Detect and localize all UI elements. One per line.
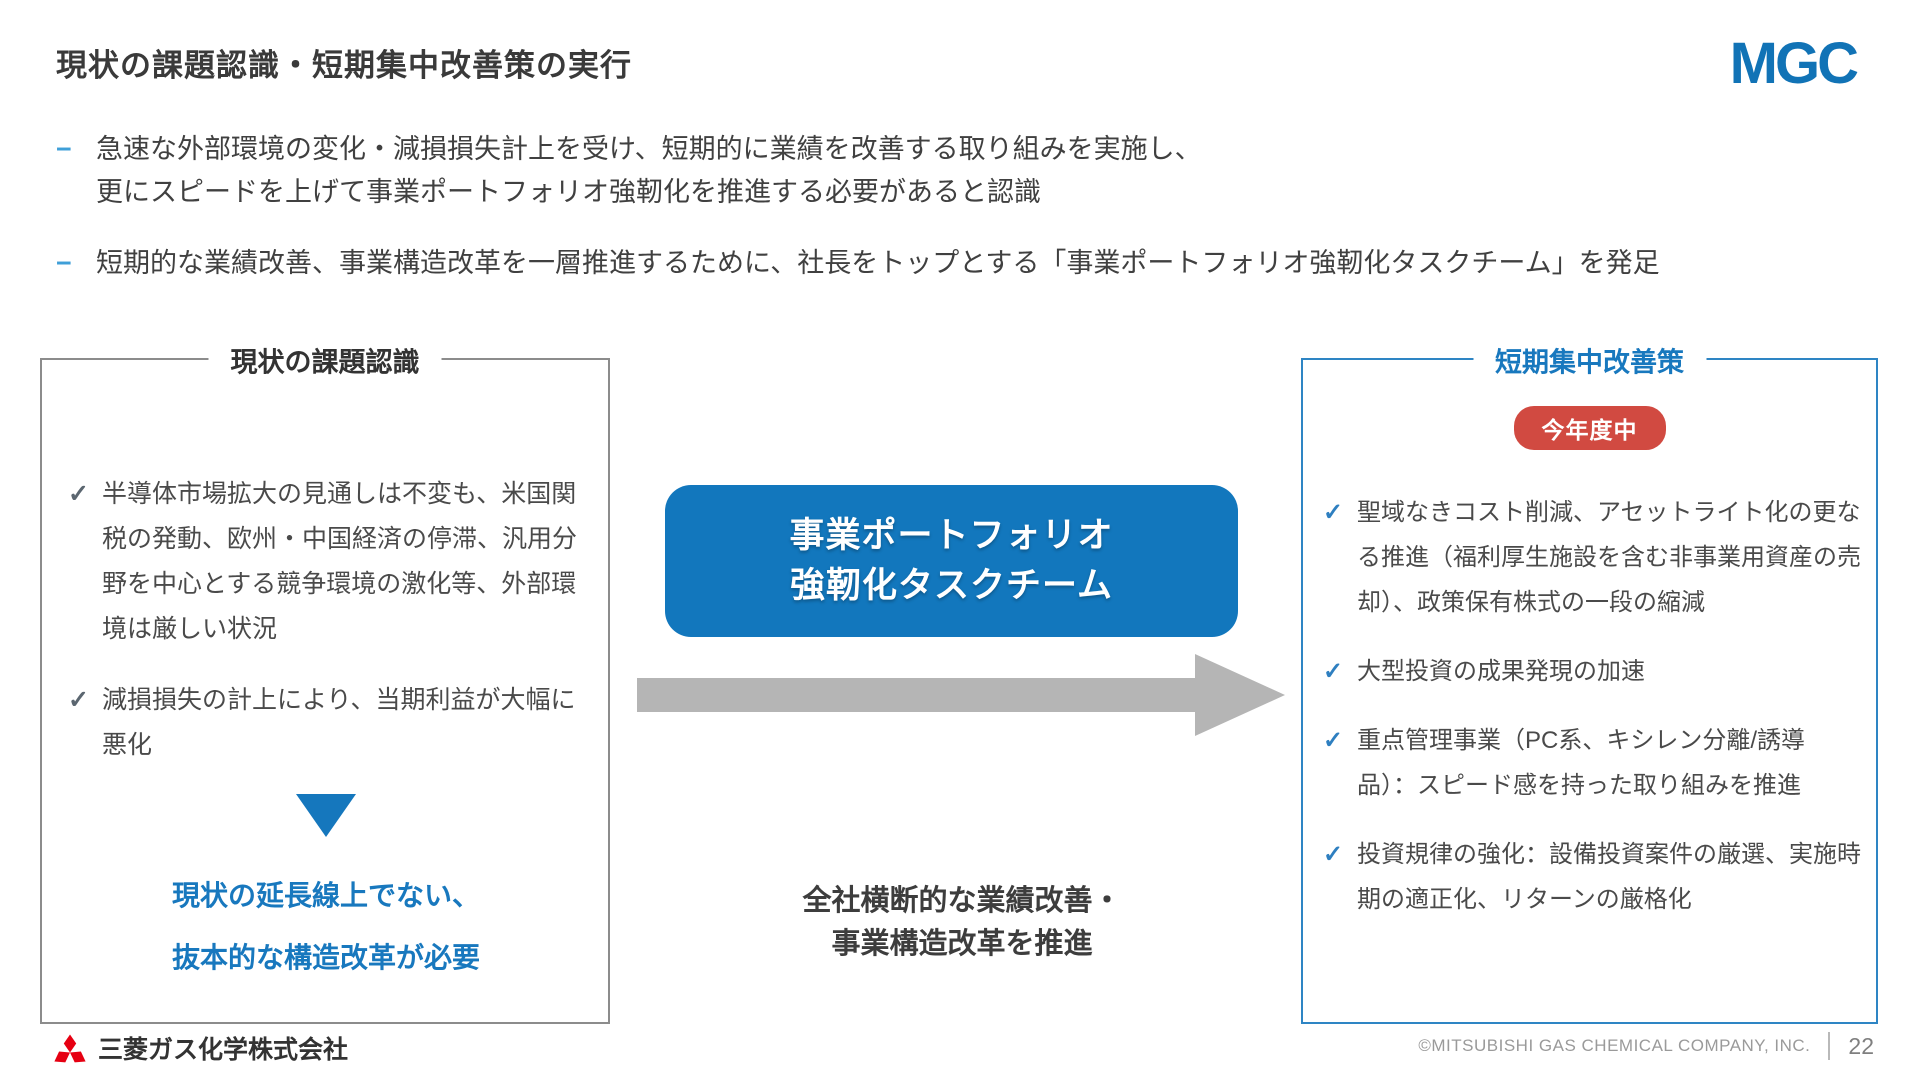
footer-meta: ©MITSUBISHI GAS CHEMICAL COMPANY, INC. 2… <box>1418 1032 1874 1060</box>
arrow-caption-line-2: 事業構造改革を推進 <box>831 928 1093 960</box>
conclusion-text: 現状の延長線上でない、 抜本的な構造改革が必要 <box>68 865 584 989</box>
conclusion-line-2: 抜本的な構造改革が必要 <box>171 942 480 973</box>
triangle-down-icon <box>296 794 356 837</box>
top-bullet-2: − 短期的な業績改善、事業構造改革を一層推進するために、社長をトップとする「事業… <box>56 242 1816 285</box>
task-team-box: 事業ポートフォリオ 強靭化タスクチーム <box>665 485 1238 637</box>
top-bullet-1-text: 急速な外部環境の変化・減損損失計上を受け、短期的に業績を改善する取り組みを実施し… <box>96 128 1202 214</box>
measure-item-1-text: 聖域なきコスト削減、アセットライト化の更なる推進（福利厚生施設を含む非事業用資産… <box>1357 499 1861 616</box>
conclusion-line-1: 現状の延長線上でない、 <box>171 880 480 911</box>
top-bullet-2-text: 短期的な業績改善、事業構造改革を一層推進するために、社長をトップとする「事業ポー… <box>96 242 1660 285</box>
footer-company: 三菱ガス化学株式会社 <box>52 1030 348 1066</box>
current-issues-content: ✓ 半導体市場拡大の見通しは不変も、米国関税の発動、欧州・中国経済の停滞、汎用分… <box>42 360 608 989</box>
check-icon: ✓ <box>1323 841 1344 868</box>
improvement-content: ✓ 聖域なきコスト削減、アセットライト化の更なる推進（福利厚生施設を含む非事業用… <box>1303 450 1876 922</box>
issue-item-1-text: 半導体市場拡大の見通しは不変も、米国関税の発動、欧州・中国経済の停滞、汎用分野を… <box>102 480 578 643</box>
top-bullet-1: − 急速な外部環境の変化・減損損失計上を受け、短期的に業績を改善する取り組みを実… <box>56 128 1816 214</box>
improvement-box: 短期集中改善策 今年度中 ✓ 聖域なきコスト削減、アセットライト化の更なる推進（… <box>1301 340 1878 1024</box>
list-item: ✓ 投資規律の強化：設備投資案件の厳選、実施時期の適正化、リターンの厳格化 <box>1323 832 1862 922</box>
bullet-dash-icon: − <box>56 134 72 164</box>
check-icon: ✓ <box>68 686 89 714</box>
top-bullet-list: − 急速な外部環境の変化・減損損失計上を受け、短期的に業績を改善する取り組みを実… <box>56 128 1816 313</box>
fiscal-year-badge: 今年度中 <box>1513 406 1666 450</box>
top-bullet-1-line-1: 急速な外部環境の変化・減損損失計上を受け、短期的に業績を改善する取り組みを実施し… <box>96 134 1202 164</box>
right-arrow-icon <box>637 654 1285 736</box>
top-bullet-2-line-1: 短期的な業績改善、事業構造改革を一層推進するために、社長をトップとする「事業ポー… <box>96 248 1660 278</box>
measure-item-2-text: 大型投資の成果発現の加速 <box>1357 658 1645 685</box>
task-team-line-1: 事業ポートフォリオ <box>789 516 1114 556</box>
current-issues-box: 現状の課題認識 ✓ 半導体市場拡大の見通しは不変も、米国関税の発動、欧州・中国経… <box>40 340 610 1024</box>
arrow-caption: 全社横断的な業績改善・ 事業構造改革を推進 <box>637 880 1287 966</box>
check-icon: ✓ <box>1323 727 1344 754</box>
issue-item-2-text: 減損損失の計上により、当期利益が大幅に悪化 <box>102 686 576 759</box>
measure-item-3-text: 重点管理事業（PC系、キシレン分離/誘導品）：スピード感を持った取り組みを推進 <box>1357 727 1806 799</box>
mitsubishi-logo-icon <box>54 1033 86 1062</box>
copyright-text: ©MITSUBISHI GAS CHEMICAL COMPANY, INC. <box>1418 1036 1811 1055</box>
list-item: ✓ 半導体市場拡大の見通しは不変も、米国関税の発動、欧州・中国経済の停滞、汎用分… <box>68 472 584 652</box>
current-issues-box-title: 現状の課題認識 <box>208 340 442 380</box>
improvement-box-title: 短期集中改善策 <box>1473 340 1706 380</box>
list-item: ✓ 聖域なきコスト削減、アセットライト化の更なる推進（福利厚生施設を含む非事業用… <box>1323 490 1862 625</box>
bullet-dash-icon: − <box>56 248 72 278</box>
top-bullet-1-line-2: 更にスピードを上げて事業ポートフォリオ強靭化を推進する必要があると認識 <box>96 177 1041 207</box>
page-number: 22 <box>1848 1032 1874 1059</box>
company-name: 三菱ガス化学株式会社 <box>98 1036 349 1064</box>
list-item: ✓ 大型投資の成果発現の加速 <box>1323 649 1862 694</box>
list-item: ✓ 重点管理事業（PC系、キシレン分離/誘導品）：スピード感を持った取り組みを推… <box>1323 718 1862 808</box>
mgc-logo: MGC <box>1729 31 1859 96</box>
page-title: 現状の課題認識・短期集中改善策の実行 <box>56 48 632 83</box>
arrow-caption-line-1: 全社横断的な業績改善・ <box>802 885 1122 917</box>
check-icon: ✓ <box>1323 499 1344 526</box>
measure-item-4-text: 投資規律の強化：設備投資案件の厳選、実施時期の適正化、リターンの厳格化 <box>1357 841 1861 913</box>
check-icon: ✓ <box>68 480 89 508</box>
footer-divider <box>1828 1032 1831 1060</box>
check-icon: ✓ <box>1323 658 1344 685</box>
task-team-line-2: 強靭化タスクチーム <box>790 566 1113 605</box>
list-item: ✓ 減損損失の計上により、当期利益が大幅に悪化 <box>68 678 584 768</box>
